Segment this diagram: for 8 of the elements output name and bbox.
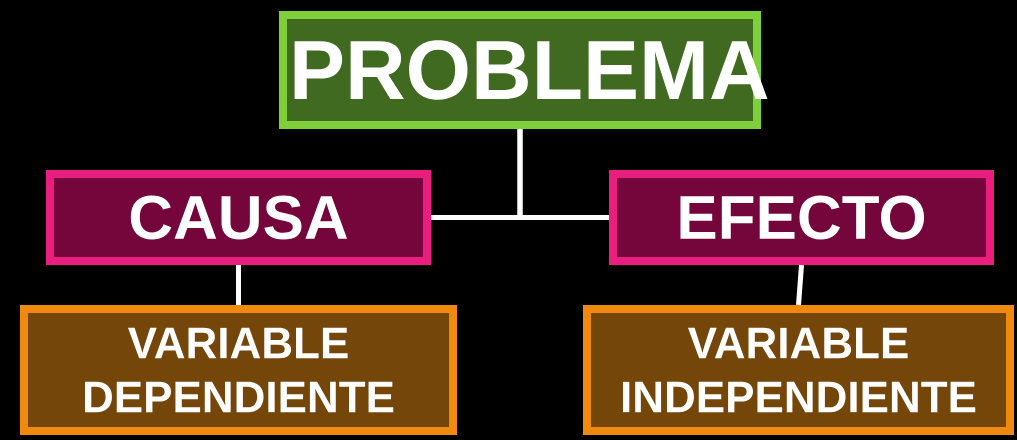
problem-box: PROBLEMA — [279, 11, 768, 129]
variable-box: VARIABLE DEPENDIENTE — [20, 305, 457, 435]
effect-box: EFECTO — [609, 170, 994, 265]
variable-box: VARIABLE INDEPENDIENTE — [583, 305, 1014, 435]
cause-box: CAUSA — [46, 170, 431, 265]
connector-line — [236, 265, 241, 305]
connector-line — [517, 129, 609, 220]
connector-line — [796, 264, 804, 306]
